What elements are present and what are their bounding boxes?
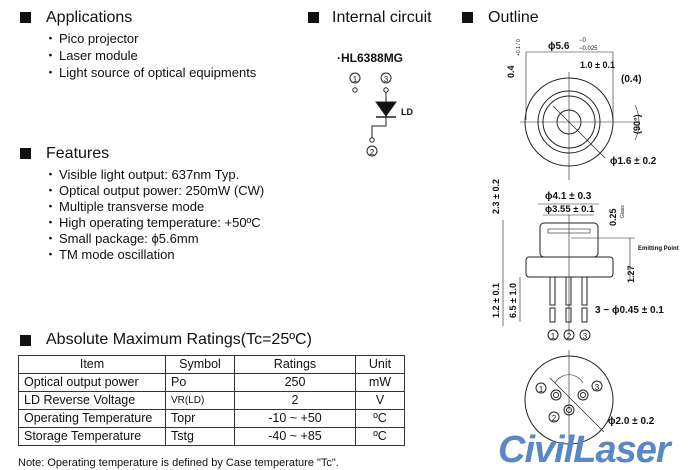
dim-label: ϕ4.1 ± 0.3 — [545, 191, 592, 202]
dim-label: 2.3 ± 0.2 — [491, 179, 501, 214]
cell: 250 — [234, 373, 356, 392]
cell: Topr — [165, 409, 235, 428]
pin1-circle — [349, 72, 361, 84]
dim-label: −0 — [579, 38, 587, 44]
cell: -10 ~ +50 — [234, 409, 356, 428]
cell: Po — [165, 373, 235, 392]
ratings-table: Item Symbol Ratings Unit Optical output … — [18, 355, 405, 446]
pin-label: 1 — [551, 332, 556, 341]
cell: Operating Temperature — [18, 409, 166, 428]
circuit-diagram: ·HL6388MG 1 3 LD 2 — [337, 51, 413, 157]
dim-label: (0.4) — [621, 74, 642, 85]
list-item: Visible light output: 637nm Typ. — [44, 164, 239, 183]
list-item: Light source of optical equipments — [44, 62, 256, 81]
cell: V — [355, 391, 405, 410]
cell: Optical output power — [18, 373, 166, 392]
cell: mW — [355, 373, 405, 392]
table-note: Note: Operating temperature is defined b… — [18, 457, 339, 469]
table-header-row: Item Symbol Ratings Unit — [18, 355, 405, 374]
list-item: Small package: ϕ5.6mm — [44, 228, 199, 247]
bullet-square — [20, 335, 31, 346]
outline-heading: Outline — [488, 9, 539, 26]
bullet-square — [462, 12, 473, 23]
cell: -40 ~ +85 — [234, 427, 356, 446]
cell: ºC — [355, 427, 405, 446]
outline-side-view: ϕ4.1 ± 0.3 ϕ3.55 ± 0.1 0.25 Glass Emitti… — [491, 179, 679, 341]
list-item: Laser module — [44, 45, 138, 64]
cell: 2 — [234, 391, 356, 410]
dim-label: 0.4 — [506, 65, 516, 78]
dim-label: 1.27 — [626, 265, 636, 283]
pin2-label: 2 — [370, 148, 375, 157]
column-header: Symbol — [165, 355, 235, 374]
applications-heading: Applications — [46, 9, 133, 26]
dim-label: 3 − ϕ0.45 ± 0.1 — [595, 305, 664, 316]
dim-label: ϕ5.6 — [548, 41, 570, 52]
dim-label: Emitting Point — [638, 246, 679, 252]
ratings-heading: Absolute Maximum Ratings(Tc=25ºC) — [46, 331, 312, 348]
features-heading: Features — [46, 145, 110, 162]
dim-label: 6.5 ± 1.0 — [508, 283, 518, 318]
bullet-square — [20, 148, 31, 159]
list-item: TM mode oscillation — [44, 244, 175, 263]
dim-label: 1.0 ± 0.1 — [580, 60, 615, 70]
outline-top-view: ϕ5.6 −0 −0.025 1.0 ± 0.1 (0.4) 0.4 +0.1 … — [506, 38, 657, 180]
dim-label: (90°) — [632, 114, 642, 134]
dim-label: ϕ2.0 ± 0.2 — [608, 416, 655, 427]
cell: Storage Temperature — [18, 427, 166, 446]
list-item: Multiple transverse mode — [44, 196, 204, 215]
pin1-label: 1 — [353, 75, 358, 84]
pin-label: 3 — [583, 332, 588, 341]
list-item: Pico projector — [44, 28, 138, 47]
dim-label: Glass — [620, 205, 626, 218]
bullet-square — [308, 12, 319, 23]
cell: Tstg — [165, 427, 235, 446]
pin-label: 1 — [539, 385, 544, 394]
pin3-label: 3 — [384, 75, 389, 84]
dim-label: 1.2 ± 0.1 — [491, 283, 501, 318]
list-item: High operating temperature: +50ºC — [44, 212, 261, 231]
dim-label: −0.025 — [579, 46, 598, 52]
bullet-square — [20, 12, 31, 23]
civillaser-logo: CivilLaser — [498, 429, 671, 470]
column-header: Ratings — [234, 355, 356, 374]
model-label: ·HL6388MG — [337, 51, 403, 65]
column-header: Item — [18, 355, 166, 374]
pin-label: 2 — [552, 414, 557, 423]
pin-label: 2 — [567, 332, 572, 341]
dim-label: ϕ3.55 ± 0.1 — [545, 204, 595, 215]
cell: VR(LD) — [165, 391, 235, 410]
outline-bottom-view: 1 3 2 ϕ2.0 ± 0.2 — [524, 350, 655, 450]
dim-label: ϕ1.6 ± 0.2 — [610, 156, 657, 167]
list-item: Optical output power: 250mW (CW) — [44, 180, 264, 199]
dim-label: +0.1 / 0 — [516, 39, 522, 56]
pin-label: 3 — [595, 383, 600, 392]
cell: LD Reverse Voltage — [18, 391, 166, 410]
column-header: Unit — [355, 355, 405, 374]
internal-circuit-heading: Internal circuit — [332, 9, 432, 26]
laser-diode-icon — [375, 101, 397, 117]
dim-label: 0.25 — [608, 208, 618, 226]
ld-label: LD — [401, 107, 413, 117]
cell: ºC — [355, 409, 405, 428]
